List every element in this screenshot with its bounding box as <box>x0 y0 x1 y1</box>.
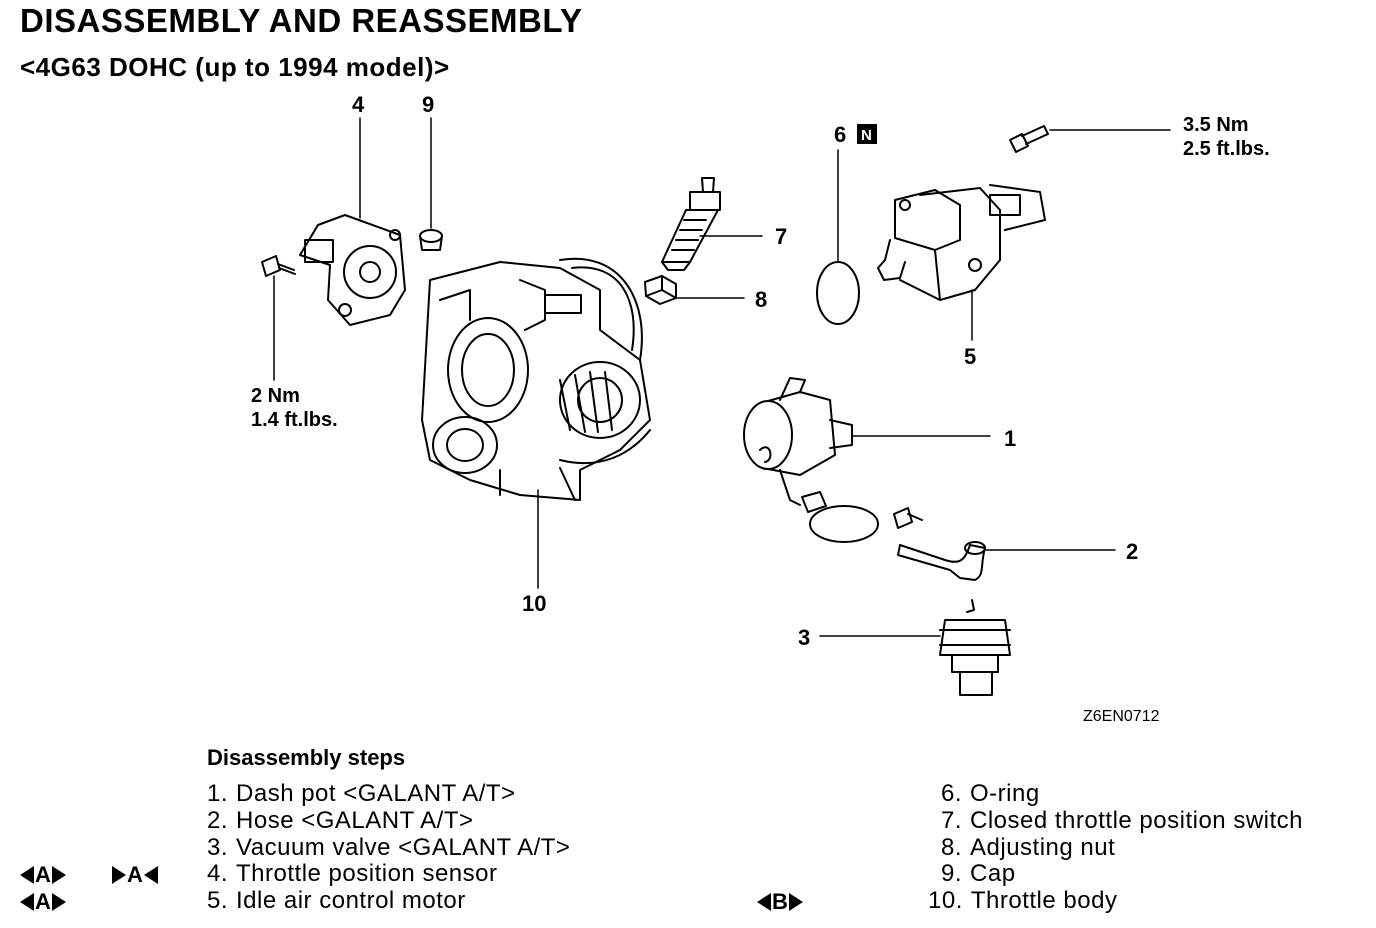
step-text: Cap <box>970 860 1016 887</box>
step-text: Idle air control motor <box>236 887 466 914</box>
cap-drawing <box>419 229 443 251</box>
arrow-right-icon <box>51 866 66 884</box>
arrow-left-icon <box>20 893 34 911</box>
step-item: 10. Throttle body <box>928 887 1117 915</box>
callout-3: 3 <box>798 625 810 650</box>
callout-5: 5 <box>964 344 976 369</box>
disassembly-mark-a: A <box>20 862 66 888</box>
disassembly-mark-a: A <box>20 889 66 915</box>
new-part-badge-letter: N <box>861 127 872 144</box>
throttle-position-sensor-drawing <box>299 214 406 326</box>
torque-ftlbs: 1.4 ft.lbs. <box>251 409 338 431</box>
step-text: Throttle body <box>970 887 1118 914</box>
callout-6: 6 <box>834 122 846 147</box>
callout-9: 9 <box>422 92 434 117</box>
exploded-diagram: 4 9 6 N 7 8 5 1 2 3 10 <box>261 92 1171 696</box>
arrow-left-icon <box>757 893 771 911</box>
new-part-badge <box>857 124 877 144</box>
hose-clamp-drawing <box>801 491 879 543</box>
step-number: 3. <box>207 834 229 861</box>
throttle-body-drawing <box>421 257 651 501</box>
step-text: O-ring <box>970 780 1040 807</box>
idle-air-control-motor-drawing <box>877 184 1046 301</box>
closed-throttle-switch-drawing <box>661 177 721 271</box>
step-item: 1. Dash pot <GALANT A/T> <box>207 780 516 808</box>
step-text: Throttle position sensor <box>236 860 498 887</box>
leader-lines <box>273 117 1171 637</box>
step-item: 7. Closed throttle position switch <box>941 807 1303 835</box>
torque-nm: 2 Nm <box>251 385 300 407</box>
arrow-right-icon <box>112 866 126 884</box>
step-item: 2. Hose <GALANT A/T> <box>207 807 474 835</box>
vacuum-valve-drawing <box>939 599 1011 696</box>
motor-screw-drawing <box>1009 125 1049 153</box>
callout-4: 4 <box>352 92 365 117</box>
step-item: 9. Cap <box>941 860 1016 888</box>
step-item: 8. Adjusting nut <box>941 834 1115 862</box>
step-item: 6. O-ring <box>941 780 1040 808</box>
torque-ftlbs: 2.5 ft.lbs. <box>1183 138 1270 160</box>
sensor-screw-drawing <box>261 255 296 277</box>
arrow-left-icon <box>143 866 158 884</box>
step-text: Closed throttle position switch <box>970 807 1303 834</box>
steps-heading: Disassembly steps <box>207 745 406 770</box>
arrow-left-icon <box>20 866 34 884</box>
step-item: 3. Vacuum valve <GALANT A/T> <box>207 834 570 862</box>
step-text: Vacuum valve <GALANT A/T> <box>236 834 571 861</box>
step-number: 4. <box>207 860 229 887</box>
torque-sensor-screw: 2 Nm 1.4 ft.lbs. <box>251 384 338 432</box>
disassembly-mark-b: B <box>757 889 803 915</box>
step-text: Dash pot <GALANT A/T> <box>236 780 516 807</box>
step-text: Hose <GALANT A/T> <box>236 807 474 834</box>
torque-motor-screw: 3.5 Nm 2.5 ft.lbs. <box>1183 113 1270 161</box>
step-item: 4. Throttle position sensor <box>207 860 497 888</box>
page-subtitle: <4G63 DOHC (up to 1994 model)> <box>20 52 450 82</box>
callout-10: 10 <box>522 591 546 616</box>
callout-8: 8 <box>755 287 767 312</box>
step-number: 9. <box>941 860 963 887</box>
page-title: DISASSEMBLY AND REASSEMBLY <box>20 2 583 39</box>
step-item: 5. Idle air control motor <box>207 887 466 915</box>
torque-nm: 3.5 Nm <box>1183 114 1249 136</box>
step-number: 8. <box>941 834 963 861</box>
callout-1: 1 <box>1004 426 1016 451</box>
step-text: Adjusting nut <box>970 834 1116 861</box>
step-number: 1. <box>207 780 229 807</box>
reassembly-mark-a: A <box>112 862 158 888</box>
callout-7: 7 <box>775 224 787 249</box>
arrow-right-icon <box>51 893 66 911</box>
step-number: 7. <box>941 807 963 834</box>
step-number: 5. <box>207 887 229 914</box>
callout-2: 2 <box>1126 539 1138 564</box>
figure-code: Z6EN0712 <box>1083 708 1160 725</box>
step-number: 6. <box>941 780 963 807</box>
hose-drawing <box>897 541 986 581</box>
step-number: 2. <box>207 807 229 834</box>
dash-pot-drawing <box>743 377 853 506</box>
step-number: 10. <box>928 887 963 914</box>
small-screw-drawing <box>893 507 923 529</box>
arrow-right-icon <box>788 893 803 911</box>
o-ring-drawing <box>816 261 860 325</box>
adjusting-nut-drawing <box>644 275 677 305</box>
